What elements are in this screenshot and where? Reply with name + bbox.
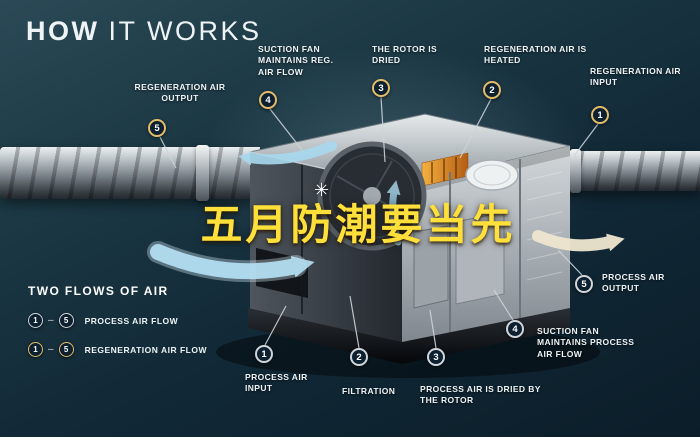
title-bold: HOW xyxy=(26,16,100,46)
unit-base-plinth xyxy=(248,308,570,364)
leader-lines xyxy=(159,96,599,349)
leader-line xyxy=(573,123,599,157)
step-badge-regeneration-1: 1 xyxy=(591,106,609,124)
legend-badge-to: 5 xyxy=(58,342,74,357)
right-air-duct xyxy=(564,151,700,191)
step-badge-process-3: 3 xyxy=(427,348,445,366)
label-regeneration-air-output: REGENERATION AIR OUTPUT xyxy=(134,82,226,104)
label-filtration: FILTRATION xyxy=(342,386,396,396)
step-badge-regeneration-5: 5 xyxy=(148,119,166,137)
legend-badge-from: 1 xyxy=(28,313,43,328)
step-badge-regeneration-3: 3 xyxy=(372,79,390,97)
page-title: HOW IT WORKS xyxy=(26,16,262,47)
left-air-duct xyxy=(0,147,260,199)
legend-range-dash: – xyxy=(48,344,54,355)
step-badge-regeneration-2: 2 xyxy=(483,81,501,99)
label-suction-fan-reg-air-flow: SUCTION FAN MAINTAINS REG. AIR FLOW xyxy=(258,44,334,77)
leader-line xyxy=(429,309,437,349)
airflow-arrows xyxy=(147,141,625,283)
internal-airflow-arrow xyxy=(386,180,402,246)
label-process-air-input: PROCESS AIR INPUT xyxy=(245,372,308,394)
step-badge-process-1: 1 xyxy=(255,345,273,363)
leader-line xyxy=(269,108,303,151)
dehumidifier-unit xyxy=(248,113,571,364)
process-air-output-arrow xyxy=(532,230,625,252)
step-badge-process-4: 4 xyxy=(506,320,524,338)
label-regeneration-air-heated: REGENERATION AIR IS HEATED xyxy=(484,44,587,66)
title-light: IT WORKS xyxy=(108,16,262,46)
regeneration-air-output-arrow xyxy=(238,141,337,166)
step-badge-regeneration-4: 4 xyxy=(259,91,277,109)
legend-row-regeneration-air-flow: 1 – 5 REGENERATION AIR FLOW xyxy=(28,342,207,357)
leader-line xyxy=(349,295,360,349)
legend-title: TWO FLOWS OF AIR xyxy=(28,284,169,298)
leader-line xyxy=(264,305,287,346)
fan-icon: ✳ xyxy=(314,180,330,200)
leader-line xyxy=(380,96,386,163)
legend-two-flows: TWO FLOWS OF AIR 1 – 5 PROCESS AIR FLOW … xyxy=(28,284,207,371)
legend-badge-from: 1 xyxy=(28,342,43,357)
label-process-air-output: PROCESS AIR OUTPUT xyxy=(602,272,665,294)
leader-line xyxy=(493,289,514,321)
label-process-air-dried-by-rotor: PROCESS AIR IS DRIED BY THE ROTOR xyxy=(420,384,541,406)
step-badge-process-5: 5 xyxy=(575,275,593,293)
label-suction-fan-process-air-flow: SUCTION FAN MAINTAINS PROCESS AIR FLOW xyxy=(537,326,635,359)
rotor-drum-core xyxy=(473,164,511,186)
left-duct-coupling xyxy=(196,145,209,201)
legend-row-process-air-flow: 1 – 5 PROCESS AIR FLOW xyxy=(28,313,207,328)
process-air-input-arrow xyxy=(150,244,315,280)
leader-line xyxy=(459,98,492,159)
chinese-watermark-text: 五月防潮要当先 xyxy=(200,201,516,248)
rotor-drum xyxy=(465,159,519,191)
label-rotor-is-dried: THE ROTOR IS DRIED xyxy=(372,44,438,66)
label-regeneration-air-input: REGENERATION AIR INPUT xyxy=(590,66,681,88)
interior-component-box xyxy=(455,211,505,305)
legend-label-regeneration-air-flow: REGENERATION AIR FLOW xyxy=(84,344,207,355)
right-duct-coupling xyxy=(570,149,581,193)
step-badge-process-2: 2 xyxy=(350,348,368,366)
desiccant-rotor xyxy=(317,141,427,251)
leader-line xyxy=(159,136,177,169)
legend-range-dash: – xyxy=(48,315,54,326)
legend-badge-to: 5 xyxy=(58,313,74,328)
leader-line xyxy=(557,249,583,276)
interior-component-box xyxy=(413,225,449,309)
legend-label-process-air-flow: PROCESS AIR FLOW xyxy=(84,315,179,326)
